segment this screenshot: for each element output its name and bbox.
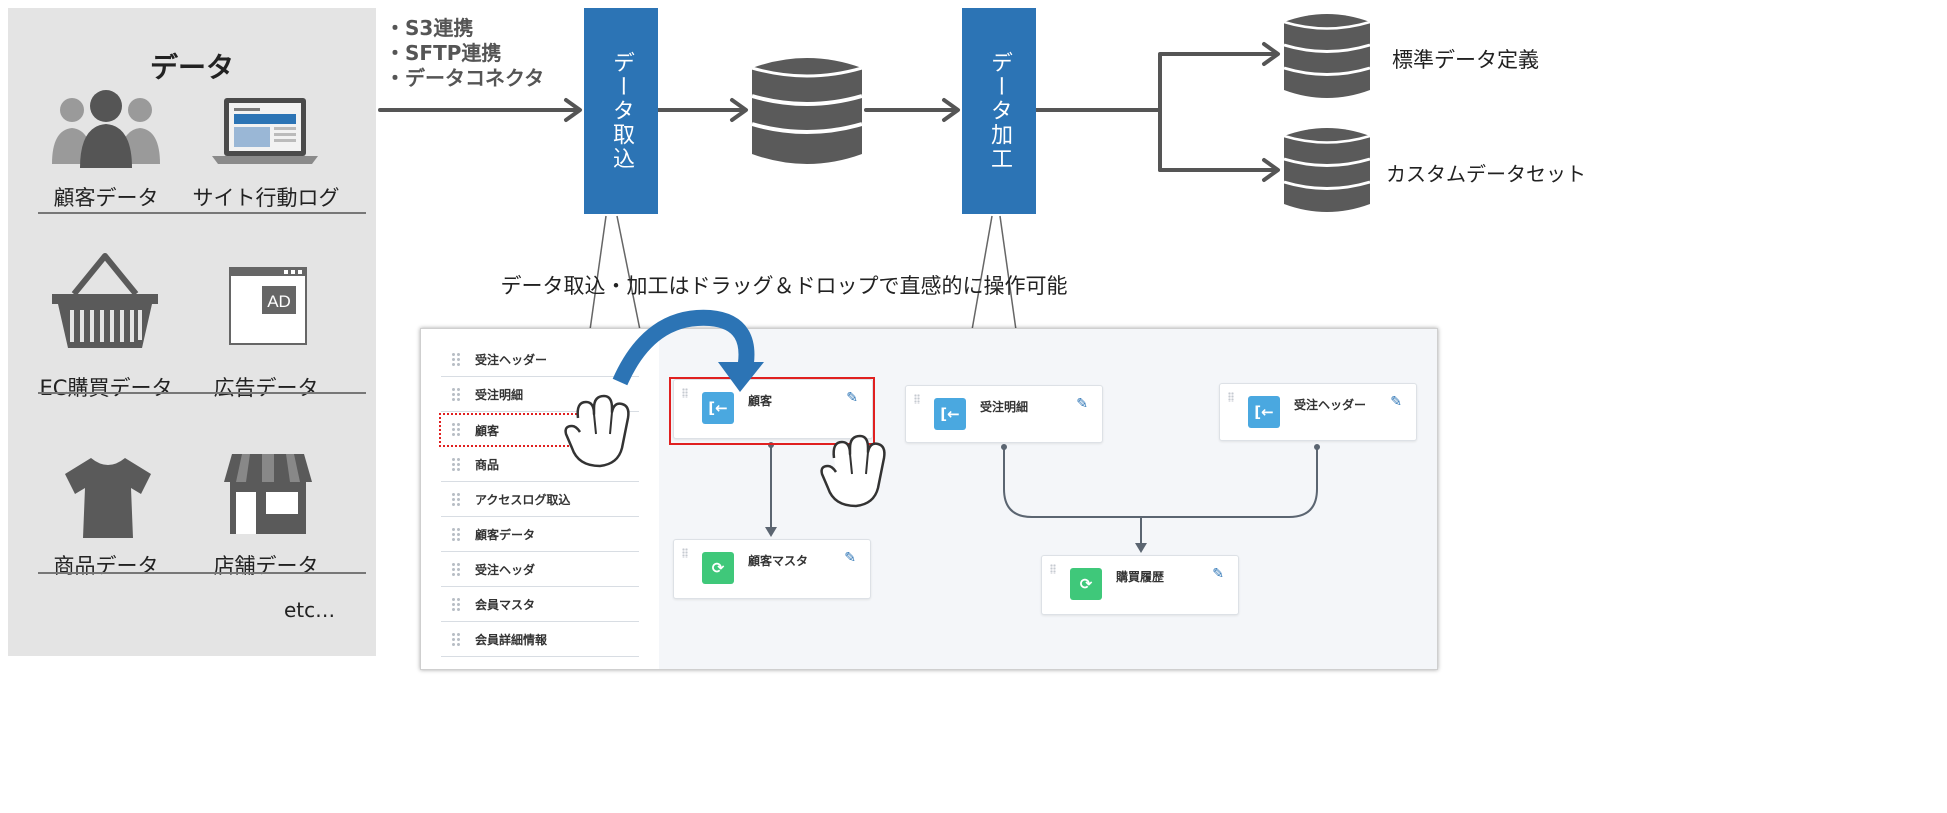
source-label-product: 商品データ <box>53 554 159 578</box>
laptop-icon <box>212 98 318 164</box>
basket-icon <box>52 253 158 348</box>
svg-text:AD: AD <box>267 292 291 311</box>
drag-handle-icon[interactable] <box>451 351 461 368</box>
people-icon <box>52 90 160 168</box>
drag-handle-icon[interactable] <box>1050 564 1056 574</box>
caption: データ取込・加工はドラッグ＆ドロップで直感的に操作可能 <box>500 274 1068 298</box>
separator <box>38 392 366 394</box>
import-icon: [← <box>702 392 734 424</box>
flow-node-customer[interactable]: [← 顧客 ✎ <box>673 379 873 439</box>
drag-handle-icon[interactable] <box>914 394 920 404</box>
list-item-label: 顧客データ <box>475 528 536 542</box>
process-box: データ加工 <box>962 8 1036 214</box>
database-icon <box>1283 14 1371 98</box>
source-label-ad: 広告データ <box>213 376 319 400</box>
output-custom-dataset: カスタムデータセット <box>1386 162 1586 186</box>
drag-handle-icon[interactable] <box>451 422 461 438</box>
list-item-label: 会員詳細情報 <box>475 633 548 647</box>
source-list-item[interactable]: 受注明細 <box>441 378 639 412</box>
edit-pencil-icon[interactable]: ✎ <box>1390 394 1402 410</box>
edit-pencil-icon[interactable]: ✎ <box>844 550 856 566</box>
drag-gesture-overlay <box>564 309 886 508</box>
drag-handle-icon[interactable] <box>451 561 461 578</box>
database-icon <box>751 58 863 164</box>
tshirt-icon <box>65 458 151 538</box>
edit-pencil-icon[interactable]: ✎ <box>1212 566 1224 582</box>
source-list-item[interactable]: アクセスログ取込 <box>441 483 639 517</box>
node-label: 受注ヘッダー <box>1294 398 1367 412</box>
import-icon: [← <box>934 398 966 430</box>
source-label-ec: EC購買データ <box>39 376 173 400</box>
list-item-label: 会員マスタ <box>475 598 536 612</box>
drag-handle-icon[interactable] <box>682 548 688 558</box>
node-label: 顧客マスタ <box>748 554 809 568</box>
ingest-methods: ・S3連携 ・SFTP連携 ・データコネクタ <box>385 16 544 91</box>
drag-hand-icon <box>820 434 886 508</box>
panel-title: データ <box>149 51 234 84</box>
drag-handle-icon[interactable] <box>1228 392 1234 402</box>
node-connectors <box>765 442 1320 553</box>
source-list-item[interactable]: 会員マスタ <box>441 588 639 622</box>
flow-connectors <box>378 42 1280 331</box>
edit-pencil-icon[interactable]: ✎ <box>1076 396 1088 412</box>
refresh-icon: ⟳ <box>702 552 734 584</box>
list-item-label: 顧客 <box>475 423 500 438</box>
process-label: データ加工 <box>987 51 1012 171</box>
flow-node-order-detail[interactable]: [← 受注明細 ✎ <box>905 385 1103 443</box>
data-sources-panel: データ 顧客データ サイト行動ログ <box>8 8 376 656</box>
list-item-label: 受注ヘッダ <box>475 563 536 577</box>
method-sftp: ・SFTP連携 <box>385 41 502 65</box>
list-item-label: 受注明細 <box>475 388 524 402</box>
store-icon <box>224 454 312 534</box>
drag-handle-icon[interactable] <box>451 456 461 473</box>
etc-label: etc… <box>284 598 336 622</box>
source-list-item[interactable]: 会員詳細情報 <box>441 623 639 657</box>
list-item-label: 商品 <box>475 458 500 472</box>
source-label-site-log: サイト行動ログ <box>192 186 340 210</box>
source-label-store: 店舗データ <box>213 554 319 578</box>
source-label-customer: 顧客データ <box>53 186 159 210</box>
source-list-item[interactable]: 顧客データ <box>441 518 639 552</box>
drag-handle-icon[interactable] <box>451 631 461 648</box>
source-list-item[interactable]: 受注ヘッダー <box>441 343 639 377</box>
flow-node-order-header[interactable]: [← 受注ヘッダー ✎ <box>1219 383 1417 441</box>
method-connector: ・データコネクタ <box>385 66 545 90</box>
drag-handle-icon[interactable] <box>451 596 461 613</box>
separator <box>38 212 366 214</box>
drag-hand-icon <box>564 394 630 468</box>
ad-window-icon: AD <box>229 267 307 345</box>
drag-handle-icon[interactable] <box>451 526 461 543</box>
refresh-icon: ⟳ <box>1070 568 1102 600</box>
drag-handle-icon[interactable] <box>451 386 461 403</box>
edit-pencil-icon[interactable]: ✎ <box>846 390 858 406</box>
drag-handle-icon[interactable] <box>451 491 461 508</box>
node-label: 購買履歴 <box>1116 570 1165 584</box>
flow-node-customer-master[interactable]: ⟳ 顧客マスタ ✎ <box>673 539 871 599</box>
source-list-item[interactable]: 商品 <box>441 448 639 482</box>
separator <box>38 572 366 574</box>
method-s3: ・S3連携 <box>385 16 474 40</box>
list-item-label: アクセスログ取込 <box>475 493 571 507</box>
editor-screenshot: 受注ヘッダー 受注明細 顧客 商品 アクセスログ取込 顧客データ 受注ヘッダ 会… <box>420 328 1438 670</box>
import-icon: [← <box>1248 396 1280 428</box>
node-label: 顧客 <box>748 394 773 408</box>
source-list-item[interactable]: 受注ヘッダ <box>441 553 639 587</box>
node-label: 受注明細 <box>980 400 1029 414</box>
flow-node-purchase-history[interactable]: ⟳ 購買履歴 ✎ <box>1041 555 1239 615</box>
database-icon <box>1283 128 1371 212</box>
selection-highlight <box>669 377 875 445</box>
ingest-box: データ取込 <box>584 8 658 214</box>
ingest-label: データ取込 <box>609 51 634 171</box>
drag-handle-icon[interactable] <box>682 388 688 398</box>
output-standard-definition: 標準データ定義 <box>1392 48 1539 72</box>
list-item-label: 受注ヘッダー <box>475 353 548 367</box>
